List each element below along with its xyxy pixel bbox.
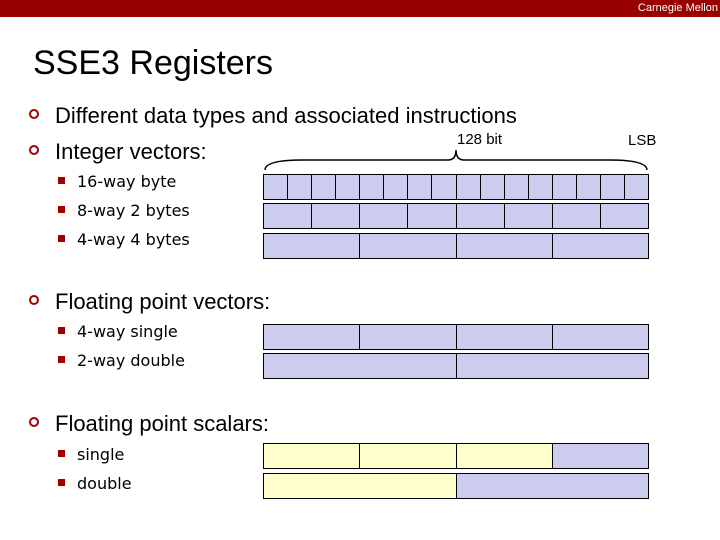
square-bullet-icon bbox=[58, 450, 65, 457]
bullet-fp-scalars: Floating point scalars: bbox=[29, 411, 269, 437]
square-bullet-icon bbox=[58, 356, 65, 363]
register-double bbox=[263, 473, 649, 499]
register-element bbox=[264, 325, 361, 349]
sub-bullet-8-way-2-bytes: 8-way 2 bytes bbox=[58, 201, 190, 220]
register-element bbox=[456, 325, 553, 349]
register-element bbox=[264, 234, 361, 258]
ring-bullet-icon bbox=[29, 417, 39, 427]
register-element bbox=[552, 175, 577, 199]
register-element bbox=[432, 175, 457, 199]
bullet-data-types: Different data types and associated inst… bbox=[29, 103, 517, 129]
square-bullet-icon bbox=[58, 327, 65, 334]
register-element bbox=[480, 175, 505, 199]
register-element bbox=[384, 175, 409, 199]
bullet-fp-vectors: Floating point vectors: bbox=[29, 289, 270, 315]
register-unused-element bbox=[456, 444, 553, 468]
register-4-way-4-bytes bbox=[263, 233, 649, 259]
sub-bullet-4-way-single: 4-way single bbox=[58, 322, 178, 341]
register-unused-element bbox=[360, 444, 457, 468]
register-element bbox=[600, 204, 648, 228]
sub-bullet-double: double bbox=[58, 474, 132, 493]
sub-bullet-16-way-byte: 16-way byte bbox=[58, 172, 176, 191]
width-brace-icon bbox=[264, 149, 648, 171]
square-bullet-icon bbox=[58, 235, 65, 242]
register-element bbox=[408, 204, 457, 228]
register-element bbox=[504, 204, 553, 228]
sub-bullet-4-way-4-bytes: 4-way 4 bytes bbox=[58, 230, 190, 249]
register-element bbox=[552, 234, 648, 258]
lsb-label: LSB bbox=[628, 132, 657, 149]
register-element bbox=[360, 325, 457, 349]
register-element bbox=[456, 234, 553, 258]
register-element bbox=[312, 204, 361, 228]
register-element bbox=[456, 354, 648, 378]
register-element bbox=[360, 234, 457, 258]
sub-bullet-single: single bbox=[58, 445, 124, 464]
register-element bbox=[264, 204, 313, 228]
register-unused-element bbox=[264, 474, 457, 498]
register-element bbox=[360, 204, 409, 228]
register-element bbox=[288, 175, 313, 199]
bit-width-label: 128 bit bbox=[457, 131, 503, 148]
square-bullet-icon bbox=[58, 206, 65, 213]
register-8-way-2-bytes bbox=[263, 203, 649, 229]
ring-bullet-icon bbox=[29, 145, 39, 155]
square-bullet-icon bbox=[58, 177, 65, 184]
register-element bbox=[528, 175, 553, 199]
register-element bbox=[552, 325, 648, 349]
register-element bbox=[264, 354, 457, 378]
bullet-integer-vectors: Integer vectors: bbox=[29, 139, 207, 165]
register-element bbox=[336, 175, 361, 199]
register-unused-element bbox=[264, 444, 361, 468]
register-element bbox=[552, 444, 648, 468]
register-4-way-single bbox=[263, 324, 649, 350]
register-element bbox=[552, 204, 601, 228]
register-element bbox=[576, 175, 601, 199]
ring-bullet-icon bbox=[29, 295, 39, 305]
header-bar: Carnegie Mellon bbox=[0, 0, 720, 17]
register-element bbox=[504, 175, 529, 199]
org-name: Carnegie Mellon bbox=[637, 2, 718, 14]
register-element bbox=[456, 204, 505, 228]
slide-title: SSE3 Registers bbox=[33, 44, 273, 82]
register-element bbox=[360, 175, 385, 199]
register-element bbox=[264, 175, 289, 199]
ring-bullet-icon bbox=[29, 109, 39, 119]
register-element bbox=[312, 175, 337, 199]
register-2-way-double bbox=[263, 353, 649, 379]
square-bullet-icon bbox=[58, 479, 65, 486]
register-element bbox=[600, 175, 625, 199]
sub-bullet-2-way-double: 2-way double bbox=[58, 351, 185, 370]
register-element bbox=[408, 175, 433, 199]
register-single bbox=[263, 443, 649, 469]
register-element bbox=[624, 175, 648, 199]
register-element bbox=[456, 175, 481, 199]
register-element bbox=[456, 474, 648, 498]
register-16-way-byte bbox=[263, 174, 649, 200]
